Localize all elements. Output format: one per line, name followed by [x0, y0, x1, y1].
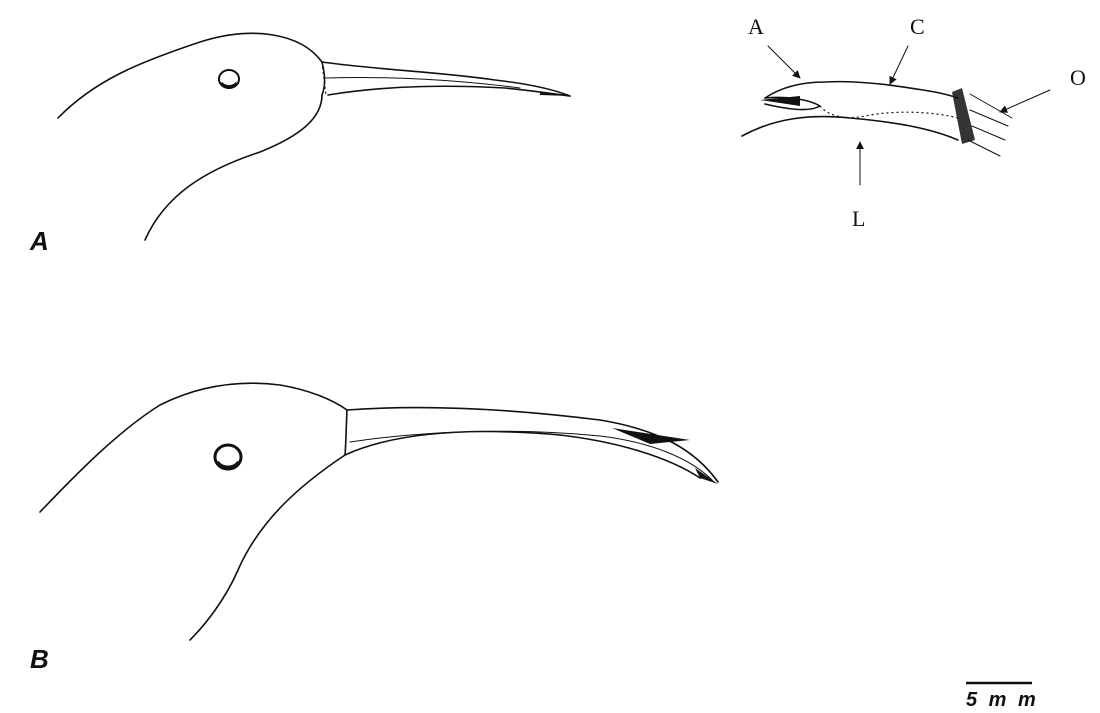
- callout-a: A: [748, 14, 764, 39]
- callout-c: C: [910, 14, 925, 39]
- arrow-o: [1000, 90, 1050, 112]
- head-a-lower-bill: [328, 86, 570, 96]
- tongue-lower-outline: [742, 117, 958, 140]
- tongue-detail: A C O L: [742, 14, 1086, 231]
- head-a-outline: [58, 33, 325, 240]
- arrow-a: [768, 46, 800, 78]
- callout-l: L: [852, 206, 865, 231]
- panel-label-b: B: [30, 644, 49, 674]
- tongue-inner-dotted: [820, 106, 958, 118]
- head-b-upper-bill: [347, 408, 718, 482]
- tongue-upper-outline: [765, 82, 958, 98]
- scale-bar: 5 m m: [966, 683, 1039, 711]
- arrow-c: [890, 46, 908, 84]
- head-b-bill-tip: [695, 468, 718, 484]
- bird-head-b: B: [30, 383, 718, 674]
- tongue-fringe: [968, 94, 1012, 156]
- callout-o: O: [1070, 65, 1086, 90]
- bird-head-a: A: [29, 33, 570, 256]
- head-b-outline: [40, 383, 347, 640]
- head-b-tongue: [612, 428, 690, 444]
- tongue-base-band: [952, 88, 975, 144]
- scale-bar-label: 5 m m: [966, 689, 1039, 711]
- panel-label-a: A: [29, 226, 49, 256]
